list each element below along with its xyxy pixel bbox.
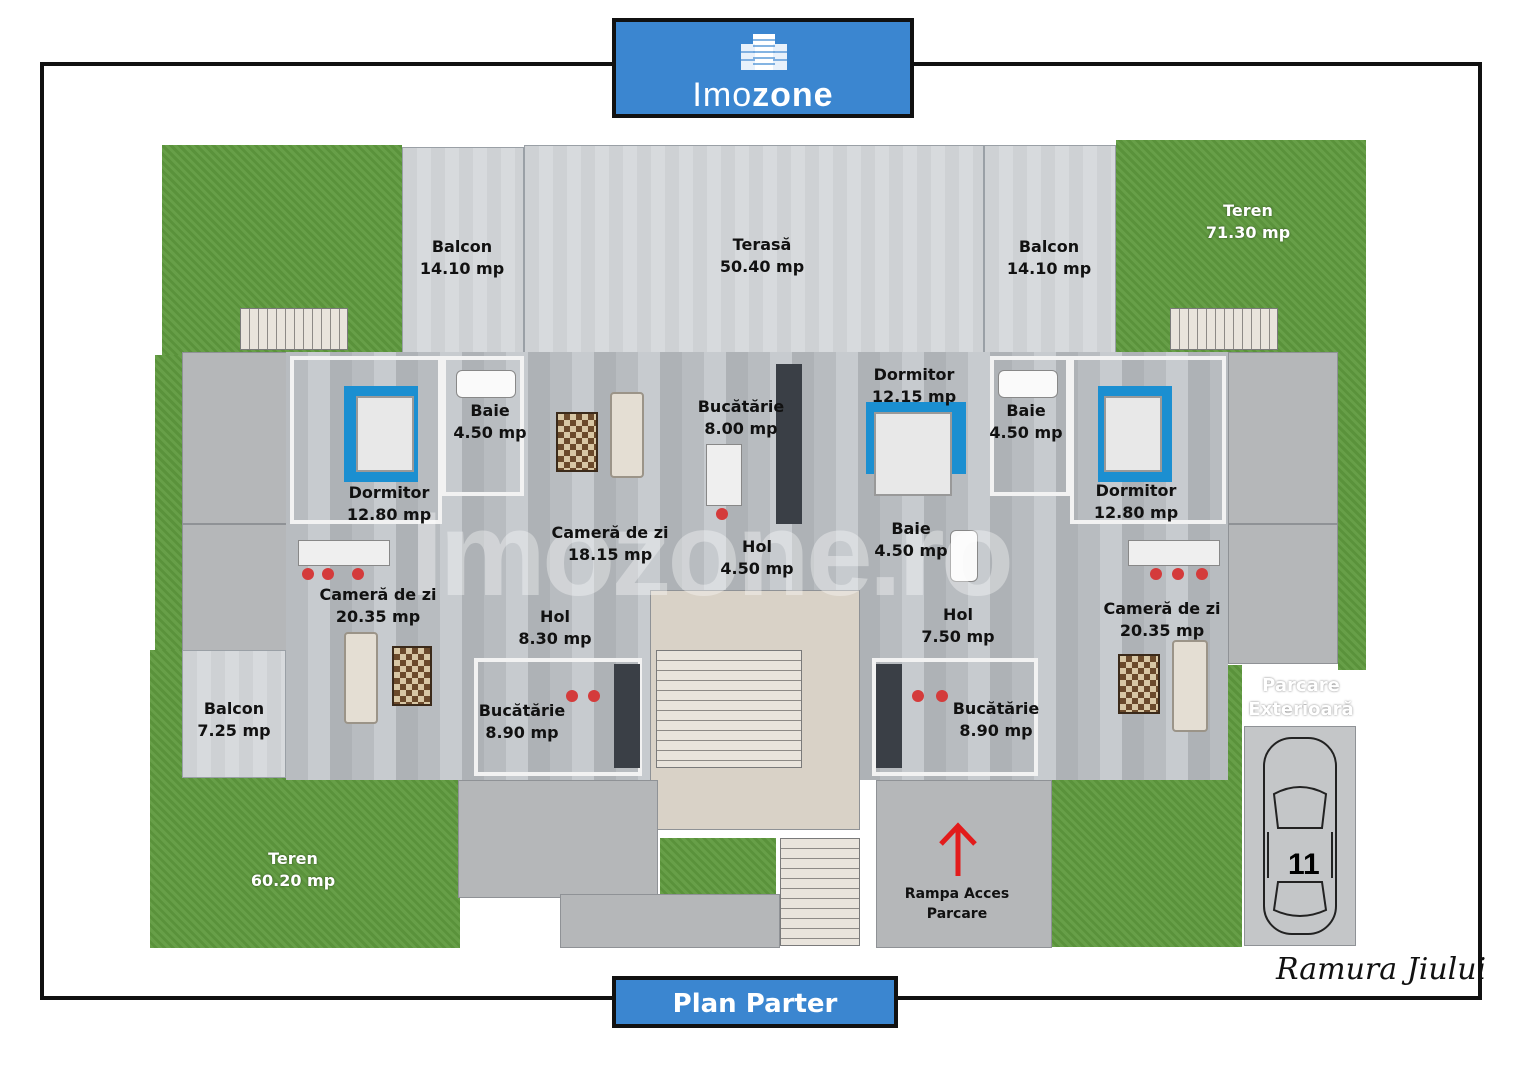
chair [322,568,334,580]
chair [588,690,600,702]
plan-title-badge: Plan Parter [612,976,898,1028]
terasa-area [524,145,984,357]
chair [302,568,314,580]
parking-spot [1244,726,1356,946]
sofa-left [344,632,378,724]
stairs-lower [780,838,860,946]
sofa-right [1172,640,1208,732]
sofa-center [610,392,644,478]
chair [1172,568,1184,580]
wall-baie-right [990,356,1070,496]
side-left-upper [182,352,288,524]
grass-right-side [1338,350,1366,670]
bed-center [874,412,952,496]
wall-bucatarie-left [474,658,642,776]
building-icon [741,34,787,70]
kitchen-counter-center [776,364,802,524]
chair [352,568,364,580]
dining-table-center [706,444,742,506]
dining-table-left [298,540,390,566]
kitchen-counter-right [876,664,902,768]
wall-dormitor-left [290,356,442,524]
steps-left [240,308,348,350]
plan-title: Plan Parter [672,989,838,1019]
rug-right [1118,654,1160,714]
ramp-area [876,780,1052,948]
side-right-lower [1228,524,1338,664]
signature: Ramura Jiului [1276,952,1487,987]
rug-center [556,412,598,472]
dining-table-right [1128,540,1220,566]
chair [1150,568,1162,580]
wall-dormitor-right [1070,356,1226,524]
side-left-lower [182,524,288,652]
balcon-right-area [984,145,1116,357]
chair [1196,568,1208,580]
parking-spot-number: 11 [1288,848,1320,881]
bottom-concrete-left [458,780,658,898]
ramp-arrow-icon [939,822,977,876]
car-icon [1263,737,1337,935]
bottom-concrete-mid [560,894,780,948]
rug-left [392,646,432,706]
balcon-left-area [402,147,524,357]
bed-right [1104,396,1162,472]
chair [912,690,924,702]
chair [716,508,728,520]
grass-bottom-center [660,838,776,894]
chair [566,690,578,702]
bathtub-left [456,370,516,398]
logo-text: Imozone [692,76,834,114]
bathtub-right [998,370,1058,398]
side-right-upper [1228,352,1338,524]
grass-left-side [155,355,183,655]
kitchen-counter-left [614,664,640,768]
wall-baie-left [442,356,524,496]
chair [936,690,948,702]
logo-badge: Imozone [612,18,914,118]
stairs-upper [656,650,802,768]
balcon-small-area [182,650,286,778]
watermark: Imozone.ro [410,487,1014,621]
wall-bucatarie-right [872,658,1038,776]
bed-left [356,396,414,472]
bathtub-center [950,530,978,582]
steps-right [1170,308,1278,350]
